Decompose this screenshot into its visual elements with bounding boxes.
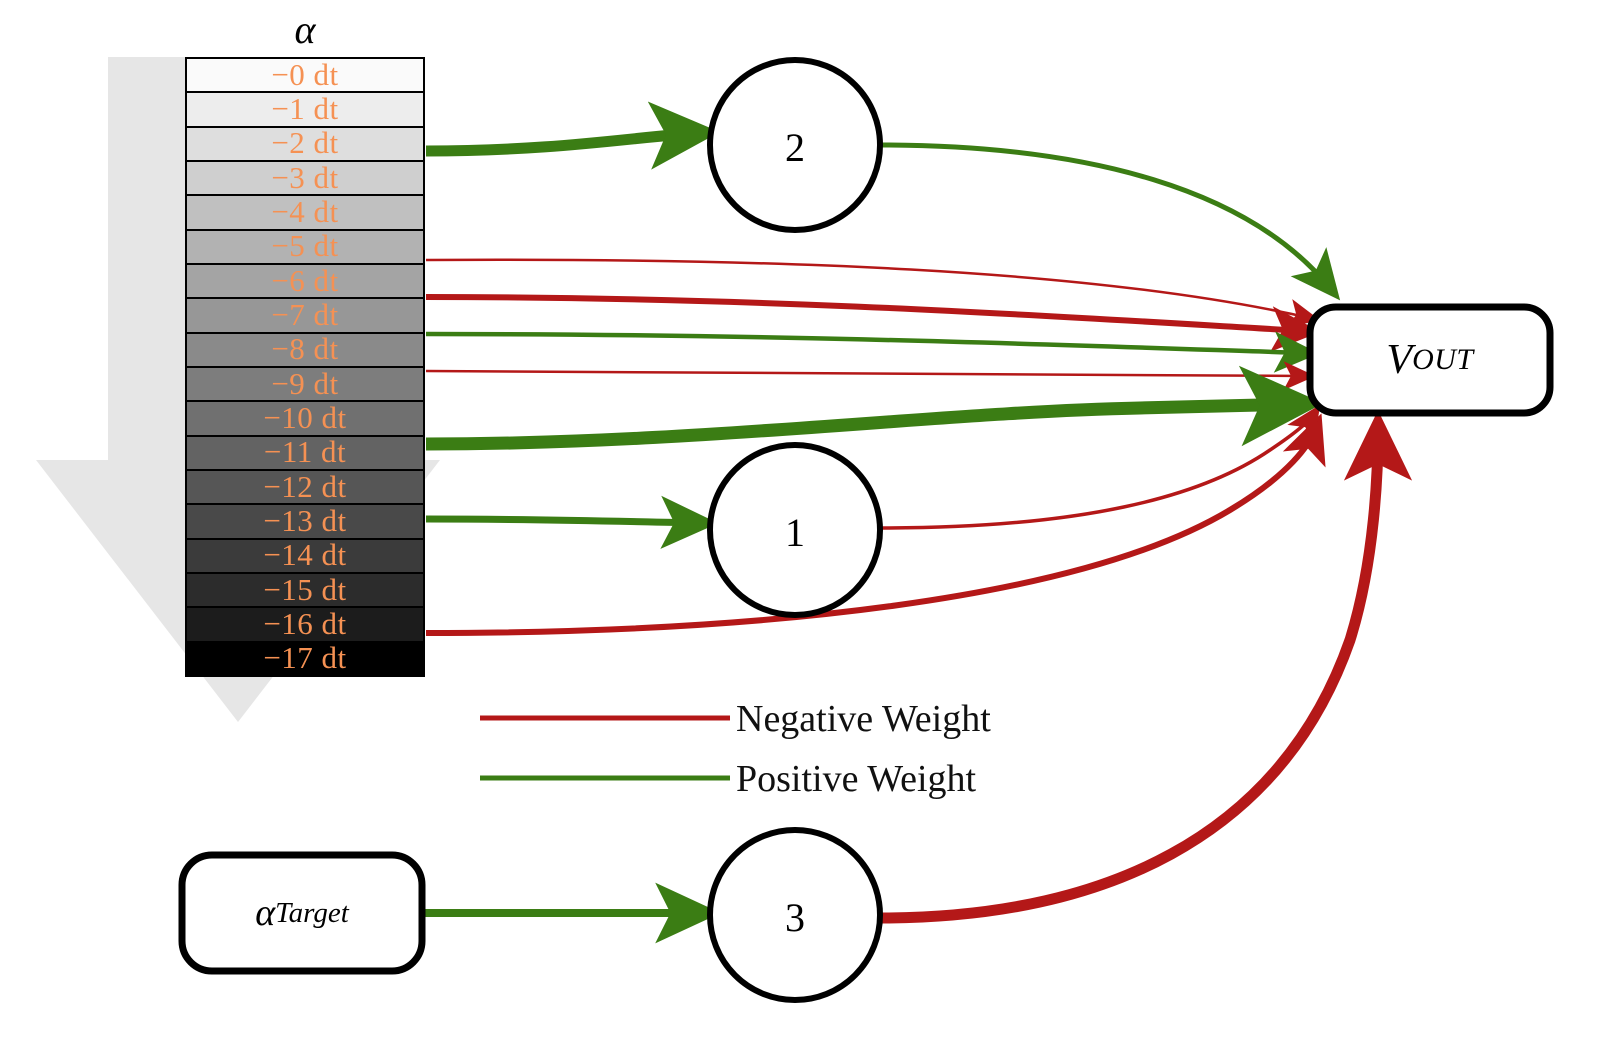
stack-row[interactable]: −17 dt (185, 640, 425, 677)
alpha-target-main: α (255, 892, 276, 934)
stack-row-label: −12 dt (263, 468, 347, 504)
edge-row5-to-vout (425, 258, 1321, 328)
stack-row[interactable]: −11 dt (185, 434, 425, 471)
edge-row10-to-vout (425, 365, 1324, 451)
node-3-label: 3 (785, 895, 805, 940)
vout-sub: OUT (1412, 343, 1474, 376)
stack-row-label: −16 dt (263, 605, 347, 641)
stack-row-label: −2 dt (271, 125, 339, 161)
stack-row-label: −7 dt (271, 296, 339, 332)
edge-row7-to-vout (425, 331, 1320, 373)
stack-row-label: −6 dt (271, 262, 339, 298)
edge-row15-to-vout (425, 413, 1326, 636)
stack-row-label: −0 dt (271, 56, 339, 92)
alpha-target-block[interactable] (178, 851, 426, 975)
node-2-label: 2 (785, 125, 805, 170)
edge-row8-to-vout (425, 361, 1316, 391)
stack-row-label: −10 dt (263, 399, 347, 435)
node-3[interactable] (707, 827, 883, 1003)
stack-row-label: −15 dt (263, 571, 347, 607)
stack-row[interactable]: −10 dt (185, 399, 425, 437)
stack-row[interactable]: −3 dt (185, 159, 425, 197)
stack-row-label: −13 dt (263, 502, 347, 538)
stack-row[interactable]: −5 dt (185, 228, 425, 265)
edge-node3-to-vout (879, 410, 1413, 924)
history-stack: −0 dt−1 dt−2 dt−3 dt−4 dt−5 dt−6 dt−7 dt… (185, 57, 425, 711)
alpha-target-sub: Target (275, 896, 349, 929)
legend-label-positive: Positive Weight (736, 758, 977, 800)
vout-block[interactable] (1306, 303, 1554, 417)
stack-row-label: −17 dt (263, 640, 347, 676)
node-1[interactable] (707, 442, 883, 618)
stack-row-label: −11 dt (263, 434, 347, 470)
stack-row[interactable]: −2 dt (185, 125, 425, 162)
stack-row[interactable]: −4 dt (185, 193, 425, 231)
node-1-label: 1 (785, 510, 805, 555)
vout-main: V (1386, 337, 1413, 383)
stack-row[interactable]: −15 dt (185, 571, 425, 609)
stack-row-label: −1 dt (271, 90, 339, 126)
stack-header-alpha: α (294, 7, 316, 52)
stack-row[interactable]: −16 dt (185, 605, 425, 643)
edge-node2-to-vout (879, 142, 1341, 301)
edge-row6-to-vout (425, 294, 1321, 352)
stack-row-label: −9 dt (271, 365, 339, 401)
stack-row-label: −3 dt (271, 159, 339, 195)
edge-node1-to-vout (879, 404, 1321, 530)
stack-row[interactable]: −13 dt (185, 502, 425, 540)
legend-label-negative: Negative Weight (736, 698, 991, 740)
stack-row[interactable]: −12 dt (185, 468, 425, 506)
stack-row-label: −8 dt (271, 331, 339, 367)
stack-row[interactable]: −14 dt (185, 537, 425, 574)
stack-row[interactable]: −9 dt (185, 365, 425, 403)
stack-row-label: −5 dt (271, 228, 339, 264)
stack-row-label: −14 dt (263, 537, 347, 573)
node-2[interactable] (707, 57, 883, 233)
stack-row[interactable]: −1 dt (185, 90, 425, 128)
stack-row[interactable]: −0 dt (185, 56, 425, 94)
edge-row2-to-node2 (425, 101, 720, 170)
stack-row[interactable]: −7 dt (185, 296, 425, 334)
stack-row-label: −4 dt (271, 193, 339, 229)
edge-row12-to-node1 (425, 495, 719, 549)
stack-row[interactable]: −6 dt (185, 262, 425, 300)
stack-row[interactable]: −8 dt (185, 331, 425, 368)
